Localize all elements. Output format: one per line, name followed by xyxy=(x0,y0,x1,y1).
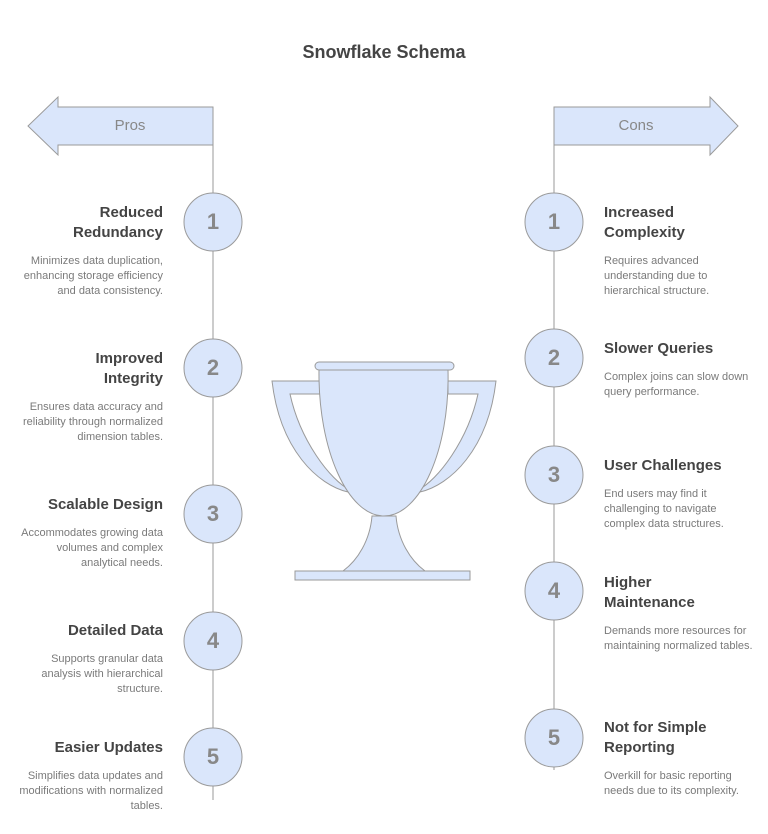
item-description: End users may find it challenging to nav… xyxy=(604,488,724,530)
cons-circles xyxy=(524,192,584,768)
item-title: Detailed Data xyxy=(67,622,163,639)
cons-number-1: 1 xyxy=(547,209,561,234)
cons-item-1: Increased Complexity Requires advanced u… xyxy=(604,203,756,299)
pros-circle-5 xyxy=(183,727,243,787)
pros-number-1: 1 xyxy=(206,209,220,234)
page-title: Snowflake Schema xyxy=(302,42,466,62)
pros-number-4: 4 xyxy=(206,628,220,653)
cons-circle-2 xyxy=(524,328,584,388)
pros-number-3: 3 xyxy=(206,501,220,526)
item-title: User Challenges xyxy=(604,457,722,474)
item-description: Complex joins can slow down query perfor… xyxy=(604,371,749,398)
item-title: Higher Maintenance xyxy=(604,574,695,611)
item-description: Accommodates growing data volumes and co… xyxy=(21,527,163,569)
cons-item-3: User Challenges End users may find it ch… xyxy=(604,456,756,532)
pros-number-5: 5 xyxy=(206,744,220,769)
item-description: Requires advanced understanding due to h… xyxy=(604,255,710,297)
item-description: Ensures data accuracy and reliability th… xyxy=(22,401,163,443)
pros-arrow-left-icon xyxy=(27,95,214,157)
pros-circle-2 xyxy=(183,338,243,398)
cons-label: Cons xyxy=(618,117,654,134)
cons-circle-5 xyxy=(524,708,584,768)
pros-item-5: Easier Updates Simplifies data updates a… xyxy=(11,738,163,814)
trophy-icon xyxy=(271,361,497,581)
pros-item-3: Scalable Design Accommodates growing dat… xyxy=(11,495,163,571)
cons-circle-4 xyxy=(524,561,584,621)
item-title: Easier Updates xyxy=(54,739,163,756)
item-description: Minimizes data duplication, enhancing st… xyxy=(23,255,163,297)
cons-number-4: 4 xyxy=(547,578,561,603)
item-description: Demands more resources for maintaining n… xyxy=(604,625,753,652)
item-title: Reduced Redundancy xyxy=(72,204,163,241)
cons-item-4: Higher Maintenance Demands more resource… xyxy=(604,573,756,654)
item-title: Scalable Design xyxy=(47,496,163,513)
pros-circle-4 xyxy=(183,611,243,671)
pros-circle-3 xyxy=(183,484,243,544)
cons-number-5: 5 xyxy=(547,725,561,750)
cons-number-2: 2 xyxy=(547,345,561,370)
item-title: Slower Queries xyxy=(604,340,714,357)
item-description: Supports granular data analysis with hie… xyxy=(41,653,163,695)
pros-label: Pros xyxy=(114,117,146,134)
pros-circles xyxy=(183,192,243,787)
cons-circle-1 xyxy=(524,192,584,252)
cons-number-3: 3 xyxy=(547,462,561,487)
cons-circle-3 xyxy=(524,445,584,505)
cons-arrow-right-icon xyxy=(553,95,739,157)
pros-number-2: 2 xyxy=(206,355,220,380)
item-description: Simplifies data updates and modification… xyxy=(19,770,163,812)
item-title: Improved Integrity xyxy=(95,350,163,387)
pros-item-1: Reduced Redundancy Minimizes data duplic… xyxy=(11,203,163,299)
item-title: Increased Complexity xyxy=(604,204,685,241)
pros-item-2: Improved Integrity Ensures data accuracy… xyxy=(11,349,163,445)
cons-item-5: Not for Simple Reporting Overkill for ba… xyxy=(604,718,756,799)
pros-circle-1 xyxy=(183,192,243,252)
item-description: Overkill for basic reporting needs due t… xyxy=(604,770,739,797)
cons-item-2: Slower Queries Complex joins can slow do… xyxy=(604,339,756,400)
item-title: Not for Simple Reporting xyxy=(604,719,707,756)
pros-item-4: Detailed Data Supports granular data ana… xyxy=(11,621,163,697)
